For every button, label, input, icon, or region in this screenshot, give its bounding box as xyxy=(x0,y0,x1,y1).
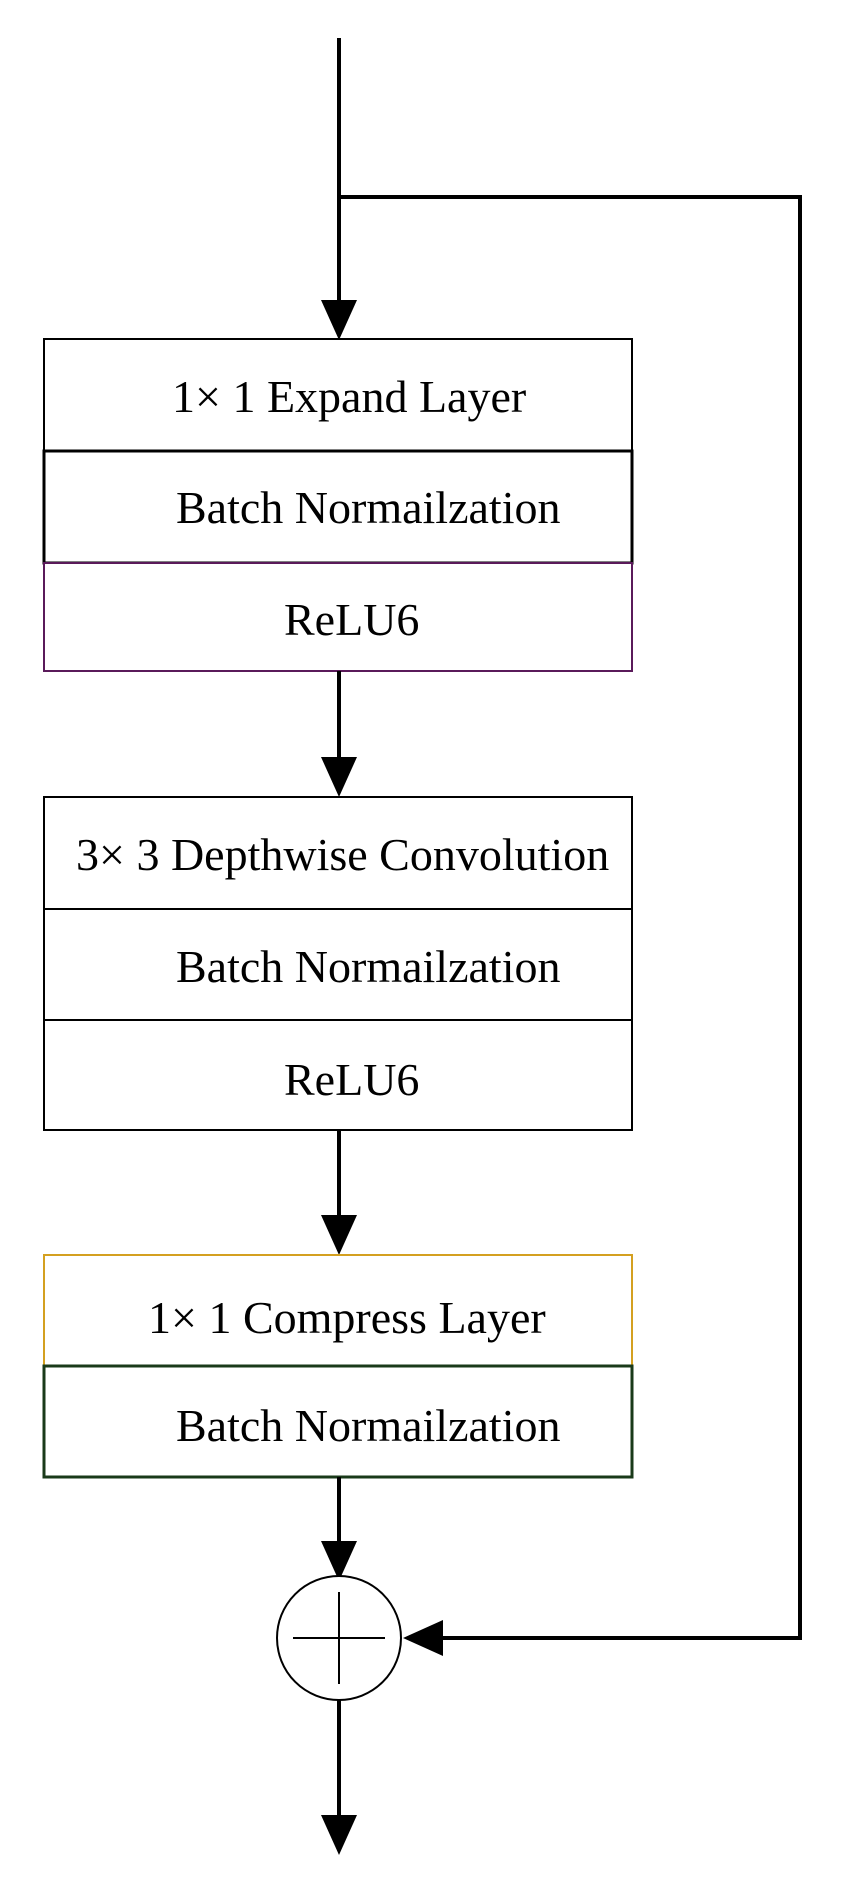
block-depthwise: 3× 3 Depthwise Convolution Batch Normail… xyxy=(43,796,633,1131)
relu6-label-1: ReLU6 xyxy=(284,594,419,645)
arrowhead-2-3-icon xyxy=(321,1215,357,1255)
expand-layer-label: 1× 1 Expand Layer xyxy=(172,371,526,422)
arrowhead-3-sum-icon xyxy=(321,1541,357,1581)
arrowhead-skip-icon xyxy=(403,1620,443,1656)
block-expand: 1× 1 Expand Layer Batch Normailzation Re… xyxy=(42,338,634,672)
compress-layer-box xyxy=(43,1254,633,1367)
compress-layer-label: 1× 1 Compress Layer xyxy=(148,1292,546,1343)
expand-layer-box xyxy=(43,338,633,452)
batch-norm-label-2: Batch Normailzation xyxy=(176,941,561,992)
arrowhead-input-icon xyxy=(321,300,357,340)
relu6-label-2: ReLU6 xyxy=(284,1054,419,1105)
batch-norm-label-1: Batch Normailzation xyxy=(176,482,561,533)
depthwise-box xyxy=(43,796,633,910)
arrowhead-output-icon xyxy=(321,1815,357,1855)
plus-circle-icon xyxy=(276,1575,402,1701)
batch-norm-box-3 xyxy=(42,1364,634,1479)
batch-norm-box-1 xyxy=(42,449,634,565)
skip-connection-line xyxy=(339,195,802,1640)
arrowhead-1-2-icon xyxy=(321,757,357,797)
relu6-box-1 xyxy=(43,562,633,672)
block-compress: 1× 1 Compress Layer Batch Normailzation xyxy=(42,1254,634,1479)
depthwise-label: 3× 3 Depthwise Convolution xyxy=(76,829,609,880)
batch-norm-label-3: Batch Normailzation xyxy=(176,1400,561,1451)
